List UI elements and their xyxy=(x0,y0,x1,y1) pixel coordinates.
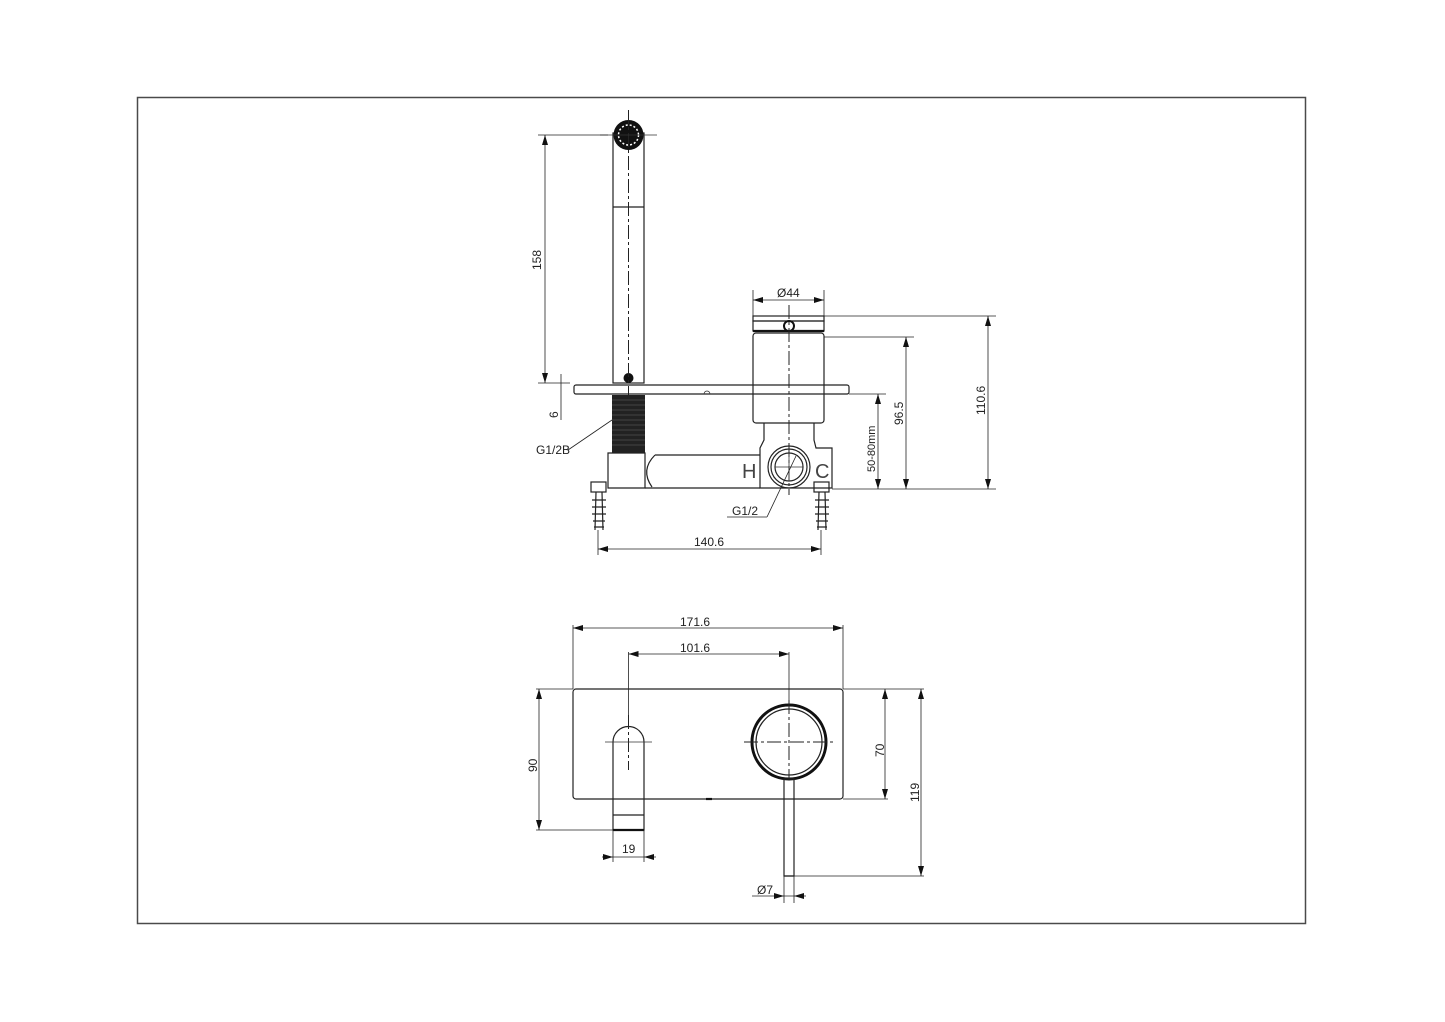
svg-text:119: 119 xyxy=(908,783,922,802)
dim-body-height: 96.5 xyxy=(824,336,914,489)
wall-anchor-right xyxy=(813,481,830,531)
spout-front xyxy=(605,715,652,832)
svg-text:96.5: 96.5 xyxy=(892,401,906,425)
cold-label: C xyxy=(815,461,829,483)
dim-lever-diameter: Ø7 xyxy=(752,876,806,903)
label-g12b: G1/2B xyxy=(536,419,613,457)
svg-text:90: 90 xyxy=(526,758,540,772)
label-g12: G1/2 xyxy=(727,455,797,518)
dim-handle-height: 110.6 xyxy=(824,315,996,490)
dim-plate-width: 171.6 xyxy=(572,615,844,689)
hot-label: H xyxy=(742,461,756,483)
svg-text:50-80mm: 50-80mm xyxy=(866,426,878,472)
dim-overall-height: 90 xyxy=(526,688,613,831)
dim-spout-length: 158 xyxy=(530,134,608,384)
svg-text:G1/2B: G1/2B xyxy=(536,443,570,457)
svg-text:Ø44: Ø44 xyxy=(777,286,800,300)
threaded-stem xyxy=(612,395,645,453)
spout xyxy=(600,110,657,395)
wall-anchor-left xyxy=(590,481,607,531)
wall-plate xyxy=(573,384,850,395)
dim-plate-thickness: 6 xyxy=(547,374,562,420)
svg-text:G1/2: G1/2 xyxy=(732,504,758,518)
dim-centre-distance: 101.6 xyxy=(628,641,790,715)
drawing-border xyxy=(136,96,1307,925)
dim-spout-width: 19 xyxy=(602,830,656,862)
dim-plate-height: 70 xyxy=(843,688,888,800)
svg-text:158: 158 xyxy=(530,250,544,270)
dim-handle-diameter: Ø44 xyxy=(752,286,825,316)
valve-inlet: H C xyxy=(742,445,829,489)
svg-text:6: 6 xyxy=(547,411,561,418)
svg-text:101.6: 101.6 xyxy=(680,641,710,655)
svg-text:140.6: 140.6 xyxy=(694,535,724,549)
dim-wall-depth: 50-80mm xyxy=(849,393,886,489)
side-view: H C 158 6 G1/2B xyxy=(530,110,996,555)
handle-cylinder xyxy=(752,305,833,495)
dim-body-width: 140.6 xyxy=(597,530,822,555)
svg-text:Ø7: Ø7 xyxy=(757,883,773,897)
svg-text:19: 19 xyxy=(622,842,636,856)
dim-handle-drop: 119 xyxy=(794,688,924,877)
svg-text:70: 70 xyxy=(873,743,887,757)
body-pipe xyxy=(607,452,760,489)
handle-front xyxy=(744,700,834,877)
front-view: 171.6 101.6 90 70 119 xyxy=(526,615,924,903)
svg-text:171.6: 171.6 xyxy=(680,615,710,629)
svg-text:110.6: 110.6 xyxy=(974,386,988,415)
